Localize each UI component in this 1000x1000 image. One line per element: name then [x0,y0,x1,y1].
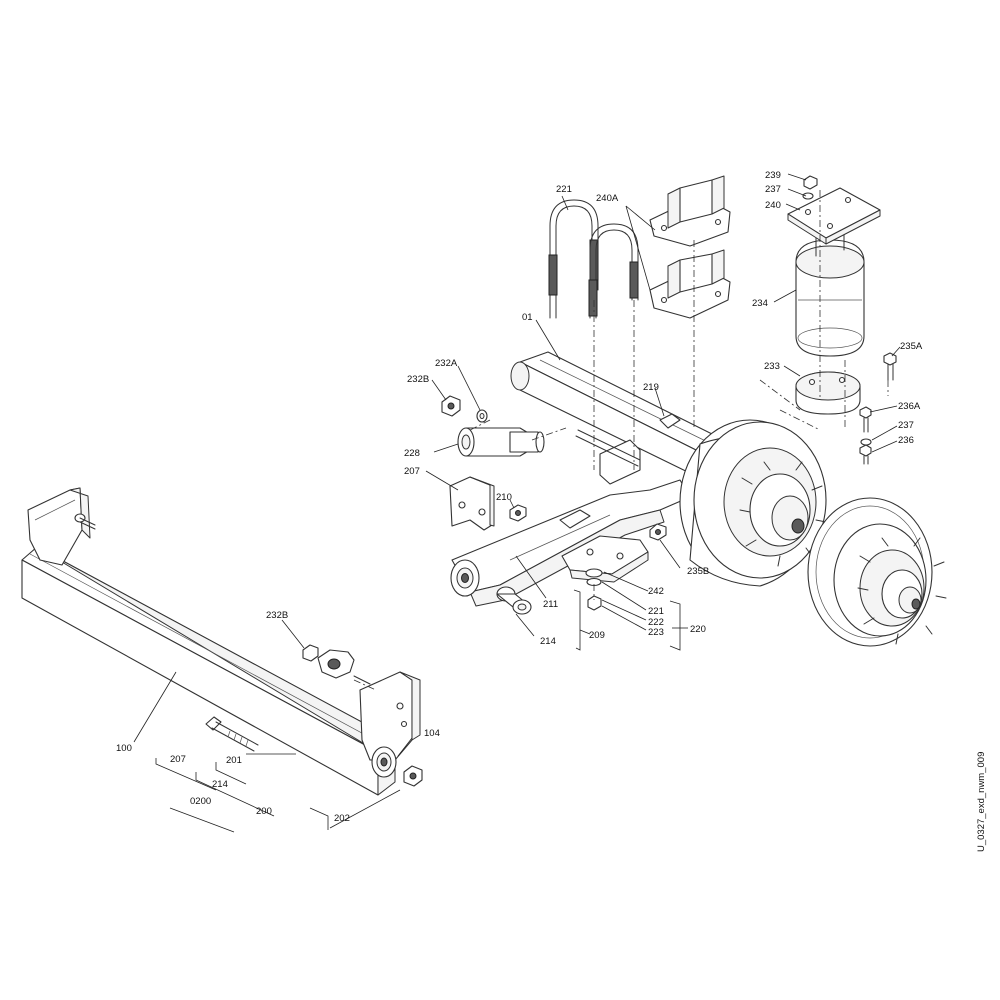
callout-221-bottom: 221 [648,606,664,617]
bushing-232B-lower [302,644,371,685]
hanger-bracket-207 [449,476,495,531]
nut-235B [649,523,667,541]
callout-207-top: 207 [404,466,420,477]
brake-drum-hub [679,419,827,587]
centerlines [353,190,889,691]
leader-lines [133,173,901,833]
callout-01: 01 [522,312,533,323]
callout-233: 233 [764,361,780,372]
bolt-235A [883,352,897,381]
callout-214-top: 214 [540,636,556,647]
axle-tube-01 [510,351,729,485]
washers-221-222-223 [585,568,603,611]
brake-disc-hub [807,497,947,647]
callout-100: 100 [116,743,132,754]
callout-228: 228 [404,448,420,459]
nut-239 [803,175,818,190]
callout-240: 240 [765,200,781,211]
callout-232B-bottom: 232B [266,610,288,621]
callout-232B-top: 232B [407,374,429,385]
callout-207-bottom: 207 [170,754,186,765]
callout-223: 223 [648,627,664,638]
callout-236: 236 [898,435,914,446]
bolt-236A [859,406,872,433]
callout-240A: 240A [596,193,619,204]
stud-219 [575,429,641,467]
callout-201: 201 [226,755,242,766]
callout-222: 222 [648,617,664,628]
callout-237-bottom: 237 [898,420,914,431]
callout-221-top: 221 [556,184,572,195]
washer-237-bottom [860,438,872,446]
callout-237-top: 237 [765,184,781,195]
callout-214-bottom: 214 [212,779,228,790]
nut-232B-top [441,395,461,417]
piston-233 [795,371,861,415]
callout-235B: 235B [687,566,709,577]
saddle-plate-240A-upper [649,175,731,247]
callout-211: 211 [543,599,558,610]
callout-232A: 232A [435,358,458,369]
nut-202 [403,765,423,787]
callout-104: 104 [424,728,440,739]
callout-0200: 0200 [190,796,211,807]
callout-209: 209 [589,630,605,641]
top-plate-240 [787,187,881,245]
bolt-201 [205,716,259,752]
washer-232A [476,409,488,423]
callouts: 221 240A 239 237 240 234 01 235A 233 232… [116,170,923,824]
saddle-plate-240A-lower [649,249,731,319]
callout-219: 219 [643,382,659,393]
u-bolt-221 [548,199,639,319]
callout-236A: 236A [898,401,921,412]
air-spring-234 [795,229,865,357]
callout-220: 220 [690,624,706,635]
drawing-code: U_0327_exd_nwm_009 [976,752,987,852]
shock-absorber-228 [457,427,545,457]
callout-239: 239 [765,170,781,181]
callout-210: 210 [496,492,512,503]
bolt-236 [859,444,872,465]
callout-235A: 235A [900,341,923,352]
washer-237-top [802,192,814,200]
bushing-214 [496,586,532,615]
cross-beam-100 [21,487,421,796]
callout-200: 200 [256,806,272,817]
callout-234: 234 [752,298,768,309]
nut-210 [509,504,527,522]
callout-202: 202 [334,813,350,824]
callout-242: 242 [648,586,664,597]
